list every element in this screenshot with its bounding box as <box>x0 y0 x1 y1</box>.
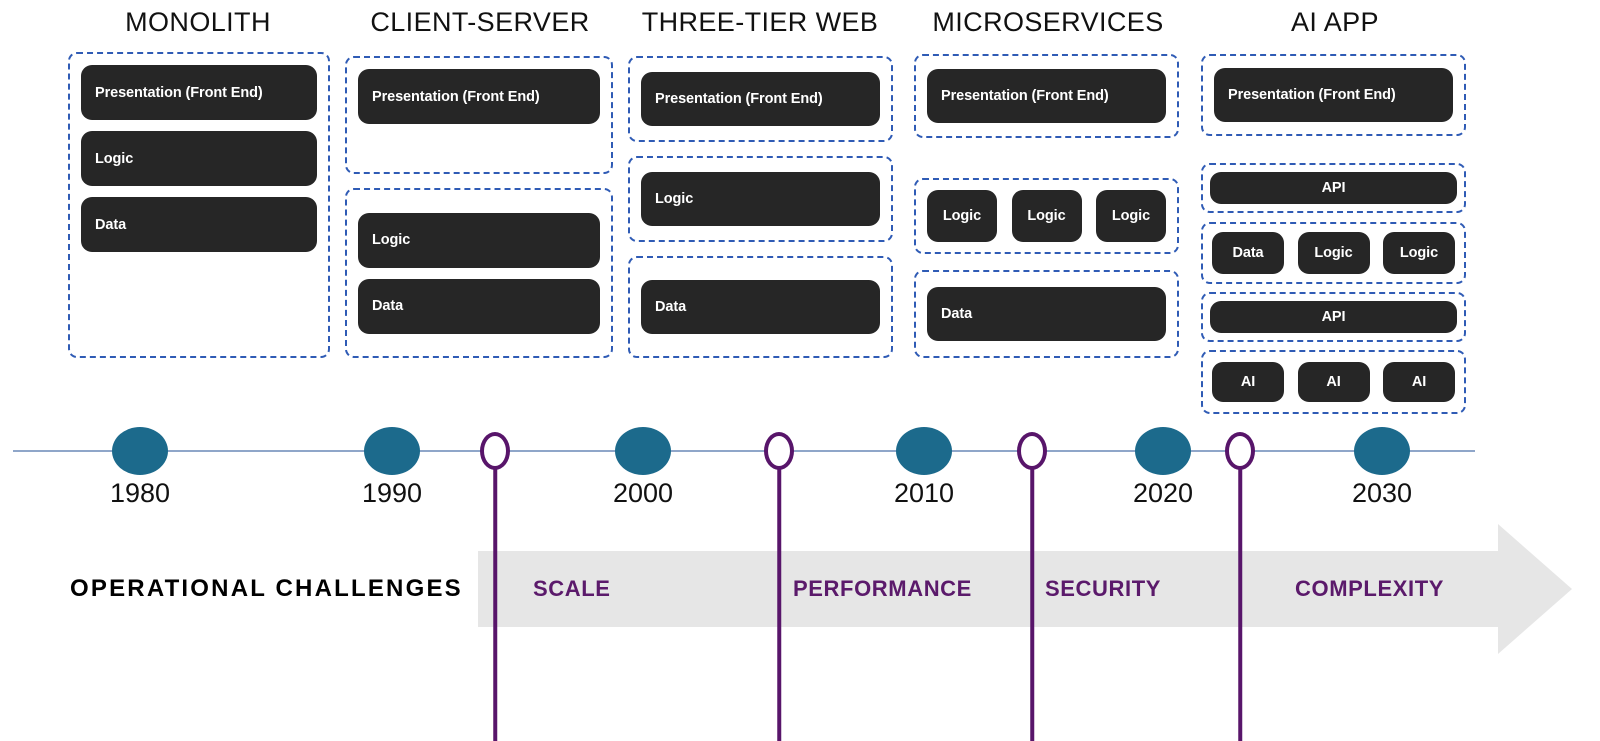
component-box: Data <box>358 278 600 334</box>
component-box: Logic <box>1297 232 1370 274</box>
component-box: Data <box>641 280 880 334</box>
challenge-label-complexity: COMPLEXITY <box>1295 576 1445 601</box>
tier-group: Presentation (Front End) Logic Data <box>68 52 330 358</box>
challenge-connector-line <box>777 451 781 741</box>
column-title: CLIENT-SERVER <box>370 7 590 37</box>
component-box: Presentation (Front End) <box>81 65 317 120</box>
architecture-column-three-tier-web: THREE-TIER WEB Presentation (Front End) … <box>610 0 910 358</box>
tier-group: Data <box>914 270 1179 358</box>
component-box: API <box>1210 301 1457 333</box>
timeline-axis <box>13 450 1475 452</box>
tier-group: Presentation (Front End) <box>914 54 1179 138</box>
timeline-year-label: 2000 <box>612 478 674 508</box>
component-box: API <box>1210 172 1457 204</box>
challenge-connector-line <box>1238 451 1242 741</box>
component-box: AI <box>1297 362 1370 402</box>
tier-group: Presentation (Front End) <box>345 56 613 174</box>
component-box: Data <box>81 197 317 252</box>
architecture-column-ai-app: AI APP Presentation (Front End) API Data… <box>1185 0 1485 414</box>
timeline-year-label: 1980 <box>109 478 171 508</box>
timeline-year-label: 2030 <box>1351 478 1413 508</box>
column-title: THREE-TIER WEB <box>641 7 879 37</box>
challenge-connector-line <box>1030 451 1034 741</box>
challenge-marker-complexity[interactable] <box>1225 432 1255 470</box>
tier-group: Logic Data <box>345 188 613 358</box>
timeline-node-2010[interactable] <box>896 427 952 475</box>
timeline-year-label: 2010 <box>893 478 955 508</box>
component-box: AI <box>1383 362 1455 402</box>
tier-group: Presentation (Front End) <box>1201 54 1466 136</box>
timeline-node-2030[interactable] <box>1354 427 1410 475</box>
column-title: AI APP <box>1291 7 1379 37</box>
component-box: Logic <box>1096 190 1166 242</box>
tier-group: API <box>1201 163 1466 213</box>
challenge-marker-security[interactable] <box>1017 432 1047 470</box>
architecture-column-microservices: MICROSERVICES Presentation (Front End) L… <box>898 0 1198 358</box>
tier-group: Data <box>628 256 893 358</box>
tier-group: AI AI AI <box>1201 350 1466 414</box>
challenge-label-performance: PERFORMANCE <box>793 576 972 601</box>
challenge-marker-performance[interactable] <box>764 432 794 470</box>
timeline-year-label: 2020 <box>1132 478 1194 508</box>
tier-group: API <box>1201 292 1466 342</box>
challenge-connector-line <box>493 451 497 741</box>
component-box: Presentation (Front End) <box>1214 68 1453 122</box>
component-box: AI <box>1212 362 1284 402</box>
challenges-heading: OPERATIONAL CHALLENGES <box>70 575 463 602</box>
component-box: Logic <box>1011 190 1082 242</box>
timeline-node-2020[interactable] <box>1135 427 1191 475</box>
component-box: Presentation (Front End) <box>927 69 1166 123</box>
challenge-label-scale: SCALE <box>533 576 611 601</box>
architecture-column-monolith: MONOLITH Presentation (Front End) Logic … <box>48 0 348 358</box>
timeline-node-1980[interactable] <box>112 427 168 475</box>
component-box: Logic <box>81 131 317 186</box>
tier-group: Data Logic Logic <box>1201 222 1466 284</box>
tier-group: Logic Logic Logic <box>914 178 1179 254</box>
challenges-arrow-head <box>1498 524 1572 654</box>
challenges-arrow-band <box>478 551 1498 627</box>
challenge-marker-scale[interactable] <box>480 432 510 470</box>
component-box: Presentation (Front End) <box>358 69 600 124</box>
timeline-node-2000[interactable] <box>615 427 671 475</box>
challenge-label-security: SECURITY <box>1045 576 1162 601</box>
column-title: MONOLITH <box>125 7 271 37</box>
component-box: Logic <box>1383 232 1455 274</box>
architecture-column-client-server: CLIENT-SERVER Presentation (Front End) L… <box>330 0 630 358</box>
column-title: MICROSERVICES <box>932 7 1164 37</box>
component-box: Presentation (Front End) <box>641 72 880 126</box>
component-box: Logic <box>927 190 997 242</box>
component-box: Logic <box>641 172 880 226</box>
timeline-year-label: 1990 <box>361 478 423 508</box>
timeline-node-1990[interactable] <box>364 427 420 475</box>
component-box: Logic <box>358 212 600 268</box>
component-box: Data <box>1212 232 1284 274</box>
tier-group: Logic <box>628 156 893 242</box>
tier-group: Presentation (Front End) <box>628 56 893 142</box>
component-box: Data <box>927 287 1166 341</box>
